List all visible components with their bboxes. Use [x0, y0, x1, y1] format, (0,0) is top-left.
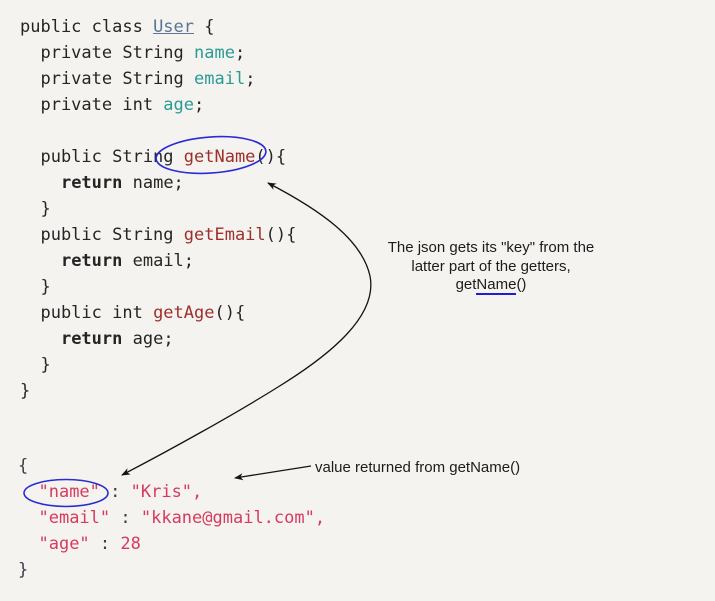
- code-token: return: [60, 329, 123, 349]
- json-key-note-line3: getName(): [368, 276, 614, 295]
- json-key-note-line1: The json gets its "key" from the: [387, 239, 595, 256]
- code-line: private int age;: [20, 92, 296, 118]
- code-line: public String getEmail(){: [20, 222, 296, 248]
- code-line: }: [20, 196, 296, 222]
- code-token: getName: [183, 147, 256, 167]
- code-token: public int: [20, 303, 154, 323]
- code-line: public String getName(){: [20, 144, 296, 170]
- json-value-note: value returned from getName(): [315, 459, 521, 476]
- code-token: private String: [20, 69, 194, 89]
- code-token: :: [110, 508, 141, 528]
- code-token: name;: [122, 173, 184, 193]
- getname-underlined-part: Name: [476, 276, 517, 295]
- code-token: name: [194, 43, 235, 63]
- code-token: [20, 173, 61, 193]
- code-token: }: [20, 277, 51, 297]
- getname-prefix: get: [455, 276, 477, 293]
- code-token: getEmail: [183, 225, 266, 245]
- code-line: }: [20, 352, 296, 378]
- code-token: public String: [20, 225, 184, 245]
- json-key-note: The json gets its "key" from the latter …: [368, 239, 614, 295]
- code-token: age: [163, 95, 195, 115]
- code-line: [20, 118, 296, 144]
- code-line: return age;: [20, 326, 296, 352]
- code-line: "name" : "Kris",: [18, 479, 325, 505]
- code-token: [18, 482, 38, 502]
- code-token: email: [194, 69, 246, 89]
- json-key-note-line2: latter part of the getters,: [411, 257, 571, 275]
- code-token: }: [18, 560, 29, 580]
- code-token: [20, 251, 61, 271]
- code-token: (){: [265, 225, 297, 245]
- code-line: public int getAge(){: [20, 300, 296, 326]
- code-token: public String: [20, 147, 184, 167]
- code-token: [18, 534, 38, 554]
- code-token: return: [60, 251, 123, 271]
- code-token: [18, 508, 38, 528]
- code-line: }: [20, 274, 296, 300]
- code-token: ;: [194, 95, 205, 115]
- code-line: public class User {: [20, 14, 296, 40]
- code-token: private int: [20, 95, 164, 115]
- code-token: private String: [20, 43, 194, 63]
- code-line: }: [18, 557, 325, 583]
- code-token: "kkane@gmail.com",: [140, 508, 326, 528]
- code-token: [20, 329, 61, 349]
- code-token: ;: [245, 69, 256, 89]
- code-line: return name;: [20, 170, 296, 196]
- code-token: public class: [20, 17, 154, 37]
- code-line: private String email;: [20, 66, 296, 92]
- json-code-block: { "name" : "Kris", "email" : "kkane@gmai…: [18, 453, 325, 583]
- code-line: "email" : "kkane@gmail.com",: [18, 505, 325, 531]
- code-token: age;: [122, 329, 174, 349]
- code-token: }: [20, 199, 51, 219]
- code-token: User: [153, 17, 195, 37]
- code-token: return: [60, 173, 123, 193]
- code-token: {: [194, 17, 215, 37]
- code-line: {: [18, 453, 325, 479]
- code-token: (){: [214, 303, 246, 323]
- code-line: }: [20, 378, 296, 404]
- code-token: "Kris",: [130, 482, 203, 502]
- code-line: "age" : 28: [18, 531, 325, 557]
- java-code-block: public class User { private String name;…: [20, 14, 296, 404]
- code-token: email;: [122, 251, 195, 271]
- getname-suffix: (): [516, 276, 527, 293]
- code-line: return email;: [20, 248, 296, 274]
- code-token: (){: [255, 147, 287, 167]
- code-token: }: [20, 381, 31, 401]
- code-token: :: [89, 534, 121, 554]
- code-token: ;: [234, 43, 246, 63]
- code-token: 28: [120, 534, 141, 554]
- code-token: }: [20, 355, 51, 375]
- code-token: :: [99, 482, 131, 502]
- code-line: private String name;: [20, 40, 296, 66]
- code-token: {: [18, 456, 29, 476]
- code-token: "name": [38, 482, 100, 502]
- code-token: "age": [38, 534, 90, 554]
- code-token: getAge: [153, 303, 215, 323]
- code-token: "email": [38, 508, 111, 528]
